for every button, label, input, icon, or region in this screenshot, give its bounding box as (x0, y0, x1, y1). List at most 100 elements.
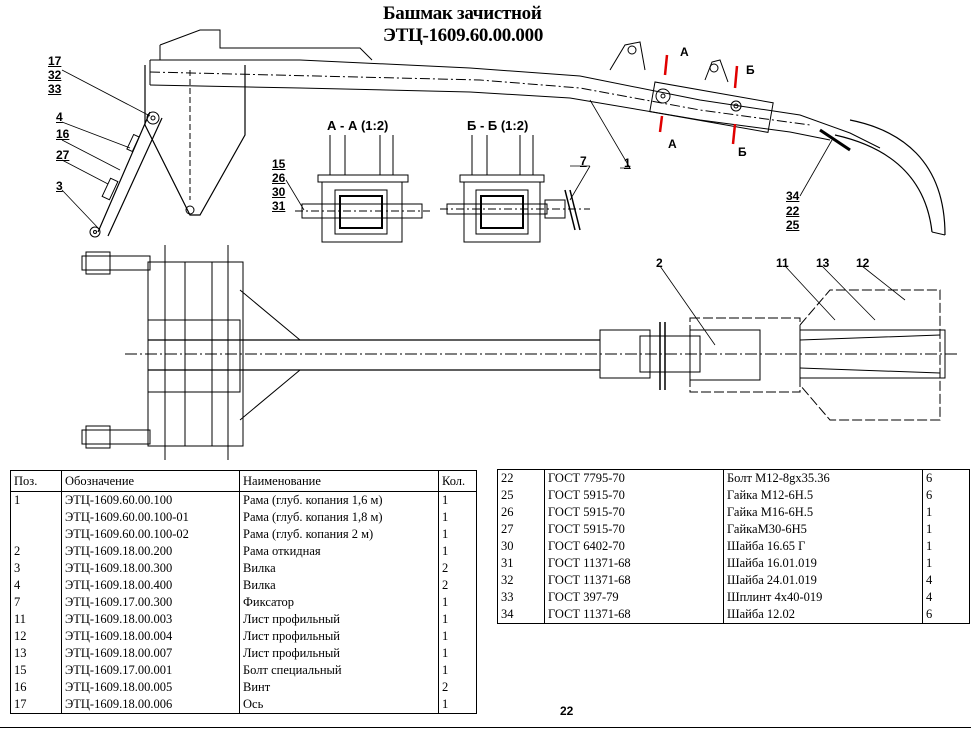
table-cell: Болт специальный (239, 662, 439, 679)
table-cell: 1 (438, 628, 477, 645)
table-cell: 1 (922, 538, 970, 555)
callout-34: 34 (786, 189, 800, 203)
table-cell: 1 (438, 662, 477, 679)
table-cell: 32 (497, 572, 545, 589)
table-cell: ГОСТ 397-79 (544, 589, 724, 606)
bottom-border (0, 727, 971, 728)
table-cell: ЭТЦ-1609.18.00.007 (61, 645, 240, 662)
table-cell: ГОСТ 5915-70 (544, 487, 724, 504)
table-cell: 22 (497, 469, 545, 487)
table-cell: 4 (10, 577, 62, 594)
table-cell: 34 (497, 606, 545, 624)
table-cell: 1 (438, 491, 477, 509)
table-cell: ГОСТ 11371-68 (544, 572, 724, 589)
table-cell: Шайба 16.01.019 (723, 555, 923, 572)
table-cell (10, 509, 62, 526)
section-mark-a-bottom: А (668, 137, 677, 151)
section-bb-title: Б - Б (1:2) (467, 118, 529, 133)
callout-13: 13 (816, 256, 830, 270)
table-cell: ГОСТ 11371-68 (544, 555, 724, 572)
table-cell: 1 (10, 491, 62, 509)
table-header-cell: Поз. (10, 470, 62, 492)
leader-lines (61, 69, 906, 346)
table-cell: 26 (497, 504, 545, 521)
table-cell: Шайба 12.02 (723, 606, 923, 624)
table-cell: 1 (438, 526, 477, 543)
section-mark-a-top: А (680, 45, 689, 59)
table-cell: ЭТЦ-1609.18.00.300 (61, 560, 240, 577)
table-cell: Лист профильный (239, 628, 439, 645)
callout-32: 32 (48, 68, 62, 82)
table-cell: 31 (497, 555, 545, 572)
table-cell: 6 (922, 487, 970, 504)
table-cell: 1 (438, 543, 477, 560)
table-cell: 25 (497, 487, 545, 504)
callout-12: 12 (856, 256, 870, 270)
callout-1: 1 (624, 156, 631, 170)
drawing-title: Башмак зачистной (383, 3, 542, 24)
callout-2: 2 (656, 256, 663, 270)
callout-30: 30 (272, 185, 286, 199)
table-cell: ГайкаМ30-6Н5 (723, 521, 923, 538)
side-view (89, 29, 946, 238)
callout-17: 17 (48, 54, 62, 68)
table-cell: ЭТЦ-1609.60.00.100-01 (61, 509, 240, 526)
callout-25: 25 (786, 218, 800, 232)
table-header-cell: Обозначение (61, 470, 240, 492)
callout-33: 33 (48, 82, 62, 96)
table-cell: 1 (922, 504, 970, 521)
table-cell: 16 (10, 679, 62, 696)
callout-27: 27 (56, 148, 70, 162)
callout-15: 15 (272, 157, 286, 171)
page-number: 22 (560, 704, 574, 718)
table-cell: Рама (глуб. копания 2 м) (239, 526, 439, 543)
table-cell: ГОСТ 6402-70 (544, 538, 724, 555)
table-cell: 33 (497, 589, 545, 606)
table-cell: 7 (10, 594, 62, 611)
section-mark-b-bottom: Б (738, 145, 747, 159)
table-cell: Шплинт 4х40-019 (723, 589, 923, 606)
table-cell: Лист профильный (239, 611, 439, 628)
table-cell: 4 (922, 589, 970, 606)
table-cell: ЭТЦ-1609.60.00.100 (61, 491, 240, 509)
drawing-number: ЭТЦ-1609.60.00.000 (383, 25, 544, 46)
table-cell: 1 (438, 594, 477, 611)
table-cell: ГОСТ 7795-70 (544, 469, 724, 487)
section-bb (440, 135, 590, 243)
callout-3: 3 (56, 179, 63, 193)
table-cell: ЭТЦ-1609.18.00.006 (61, 696, 240, 714)
table-header-cell: Кол. (438, 470, 477, 492)
table-cell: Фиксатор (239, 594, 439, 611)
table-cell: 1 (438, 611, 477, 628)
table-cell: Шайба 16.65 Г (723, 538, 923, 555)
section-aa-title: А - А (1:2) (327, 118, 389, 133)
table-cell: 30 (497, 538, 545, 555)
table-cell: Гайка М12-6Н.5 (723, 487, 923, 504)
callout-31: 31 (272, 199, 286, 213)
table-cell: 13 (10, 645, 62, 662)
table-cell: 15 (10, 662, 62, 679)
section-aa (295, 135, 430, 243)
table-cell: 1 (438, 696, 477, 714)
callout-16: 16 (56, 127, 70, 141)
table-cell: ЭТЦ-1609.18.00.200 (61, 543, 240, 560)
table-cell: 27 (497, 521, 545, 538)
table-cell: Вилка (239, 577, 439, 594)
